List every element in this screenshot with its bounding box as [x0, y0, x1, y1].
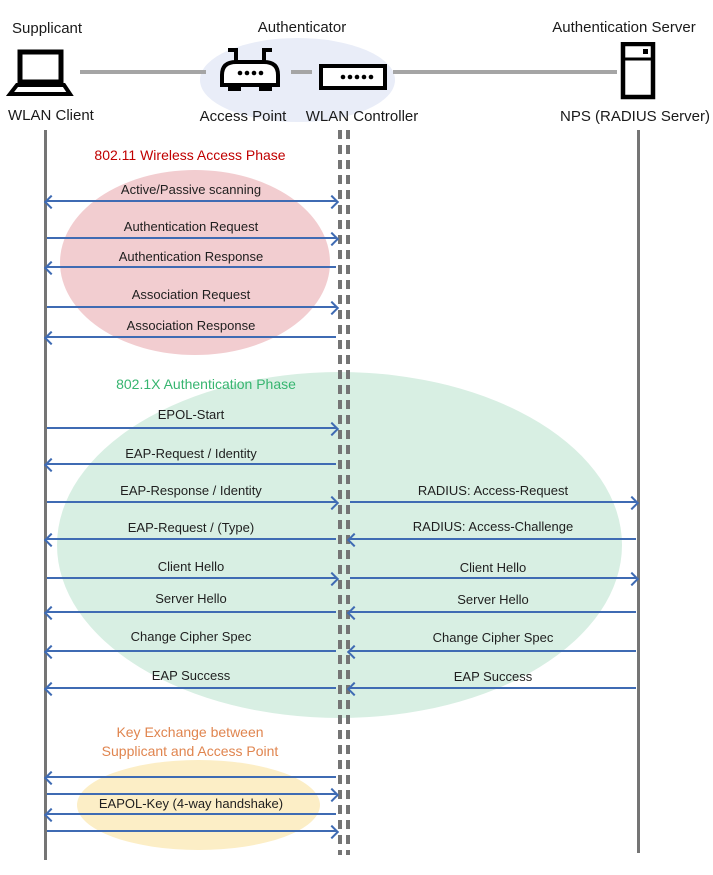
message-label-association-request: Association Request — [131, 287, 251, 302]
message-label-eap-request-type: EAP-Request / (Type) — [127, 520, 255, 535]
message-label-client-hello-right: Client Hello — [459, 560, 527, 575]
phase-title-wireless-access: 802.11 Wireless Access Phase — [94, 147, 286, 163]
message-label-eap-response-identity: EAP-Response / Identity — [120, 483, 262, 498]
arrow-eap-success-right — [350, 687, 636, 689]
message-label-eap-success-right: EAP Success — [453, 669, 533, 684]
arrow-radius-access-challenge — [350, 538, 636, 540]
message-label-server-hello-right: Server Hello — [457, 592, 529, 607]
message-label-eap-success-left: EAP Success — [151, 668, 231, 683]
message-label-change-cipher-spec-right: Change Cipher Spec — [432, 630, 554, 645]
network-controller-icon — [319, 64, 387, 95]
controller-to-server-connector — [393, 70, 617, 74]
wlan-client-label: WLAN Client — [8, 107, 94, 124]
authenticator-lifeline-dash-left — [338, 130, 342, 855]
arrow-client-hello-right — [350, 577, 636, 579]
message-label-radius-access-request: RADIUS: Access-Request — [417, 483, 569, 498]
arrow-authentication-request — [47, 237, 336, 239]
arrow-epol-start — [47, 427, 336, 429]
arrow-server-hello-left — [47, 611, 336, 613]
arrow-eapol-key-4 — [47, 830, 336, 832]
message-label-radius-access-challenge: RADIUS: Access-Challenge — [412, 519, 574, 534]
arrow-eap-request-type — [47, 538, 336, 540]
arrow-authentication-response — [47, 266, 336, 268]
authenticator-lifeline-dash-right — [346, 130, 350, 855]
phase-title-key-exchange-line1: Key Exchange between — [116, 724, 264, 740]
ap-to-controller-connector — [291, 70, 312, 74]
wlan-controller-label: WLAN Controller — [305, 108, 419, 125]
message-label-eapol-key: EAPOL-Key (4-way handshake) — [98, 796, 284, 811]
phase-title-key-exchange: Key Exchange between Supplicant and Acce… — [40, 723, 340, 761]
role-authentication-server-label: Authentication Server — [552, 19, 696, 36]
message-label-eap-request-identity: EAP-Request / Identity — [125, 446, 257, 461]
message-label-authentication-request: Authentication Request — [123, 219, 259, 234]
message-label-epol-start: EPOL-Start — [157, 407, 225, 422]
arrow-eapol-key-2 — [47, 793, 336, 795]
access-point-label: Access Point — [199, 108, 287, 125]
server-icon — [620, 41, 656, 105]
arrow-eap-response-identity — [47, 501, 336, 503]
arrow-eapol-key-1 — [47, 776, 336, 778]
server-lifeline — [637, 130, 640, 853]
message-label-authentication-response: Authentication Response — [118, 249, 264, 264]
arrow-change-cipher-spec-right — [350, 650, 636, 652]
arrow-radius-access-request — [350, 501, 636, 503]
arrow-server-hello-right — [350, 611, 636, 613]
message-label-server-hello-left: Server Hello — [155, 591, 227, 606]
client-to-ap-connector — [80, 70, 206, 74]
arrow-eap-request-identity — [47, 463, 336, 465]
key-exchange-ellipse — [77, 760, 320, 850]
message-label-change-cipher-spec-left: Change Cipher Spec — [130, 629, 252, 644]
arrow-client-hello-left — [47, 577, 336, 579]
arrow-eap-success-left — [47, 687, 336, 689]
client-lifeline — [44, 130, 47, 860]
wireless-router-icon — [219, 46, 281, 97]
arrow-association-response — [47, 336, 336, 338]
role-supplicant-label: Supplicant — [12, 20, 83, 37]
arrow-change-cipher-spec-left — [47, 650, 336, 652]
message-label-client-hello-left: Client Hello — [157, 559, 225, 574]
role-authenticator-label: Authenticator — [257, 19, 347, 36]
message-label-association-response: Association Response — [126, 318, 256, 333]
message-label-active-passive-scanning: Active/Passive scanning — [120, 182, 262, 197]
nps-radius-server-label: NPS (RADIUS Server) — [559, 108, 711, 125]
phase-title-authentication: 802.1X Authentication Phase — [116, 376, 296, 392]
arrow-association-request — [47, 306, 336, 308]
arrow-eapol-key-3 — [47, 813, 336, 815]
arrow-active-passive-scanning — [47, 200, 336, 202]
phase-title-key-exchange-line2: Supplicant and Access Point — [101, 743, 279, 759]
laptop-icon — [5, 49, 74, 104]
